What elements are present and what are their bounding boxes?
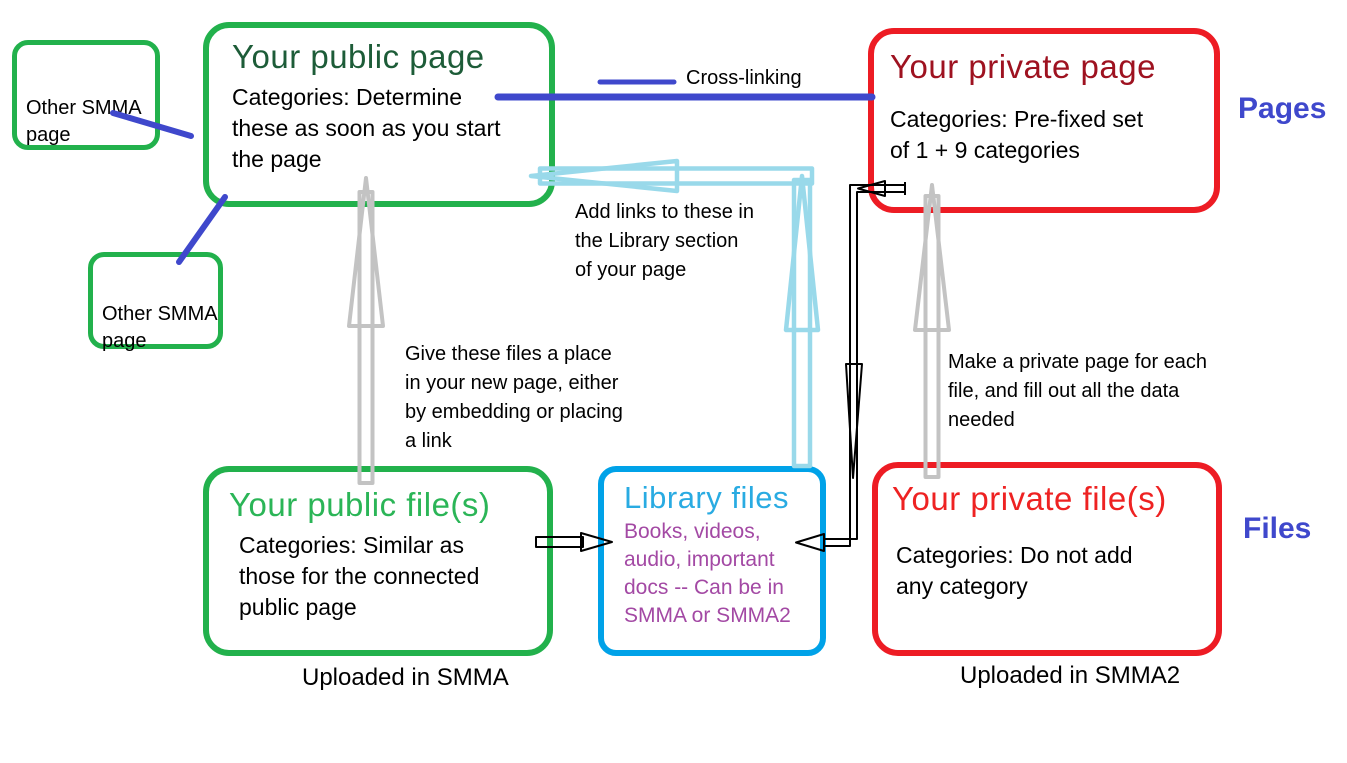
private-page-box: Your private page Categories: Pre-fixed … [868,28,1220,213]
library-files-title: Library files [624,480,789,515]
public-files-box: Your public file(s) Categories: Similar … [203,466,553,656]
other-smma-page-box-2: Other SMMA page [88,252,223,352]
private-page-title: Your private page [890,48,1156,85]
files-label: Files [1243,512,1312,545]
make-private-annotation: Make a private page for each file, and f… [948,351,1208,431]
private-files-title: Your private file(s) [892,480,1167,517]
uploaded-smma2-label: Uploaded in SMMA2 [960,662,1181,689]
public-page-title: Your public page [232,38,485,75]
public-page-body: Categories: Determine these as soon as y… [232,84,501,172]
cross-linking-label: Cross-linking [686,67,802,89]
public-files-title: Your public file(s) [229,486,491,523]
other-smma-page-label: Other SMMA page [26,97,142,146]
other-smma-page-label: Other SMMA page [102,303,218,352]
private-files-box: Your private file(s) Categories: Do not … [872,462,1222,656]
gray-up-arrow-private [913,183,951,479]
pages-label: Pages [1238,92,1327,125]
uploaded-smma-label: Uploaded in SMMA [302,664,509,691]
private-page-body: Categories: Pre-fixed set of 1 + 9 categ… [890,106,1144,163]
library-files-box: Library files Books, videos, audio, impo… [598,466,826,656]
public-page-box: Your public page Categories: Determine t… [203,22,555,207]
library-files-body: Books, videos, audio, important docs -- … [624,520,791,627]
gray-up-arrow-public [347,176,385,485]
add-links-annotation: Add links to these in the Library sectio… [575,201,754,281]
private-files-body: Categories: Do not add any category [896,542,1133,599]
give-files-annotation: Give these files a place in your new pag… [405,343,623,452]
other-smma-page-box-1: Other SMMA page [12,40,160,150]
public-files-body: Categories: Similar as those for the con… [239,532,480,620]
